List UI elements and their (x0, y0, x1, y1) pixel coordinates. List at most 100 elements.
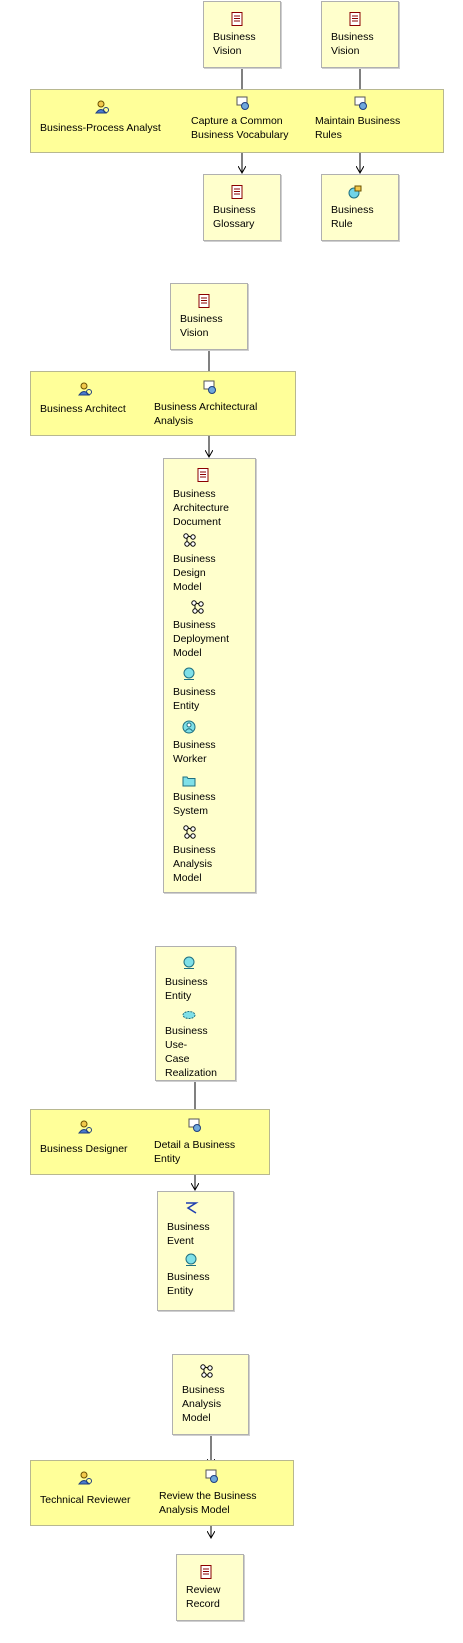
document-icon (200, 1565, 212, 1579)
artifact-label-line: Business (165, 1025, 208, 1037)
artifact-business-vision[interactable]: Business Vision (170, 283, 248, 350)
activity-icon (236, 96, 249, 110)
artifact-label-line: Business (182, 1384, 225, 1396)
artifact-business-use-case-realization[interactable]: Business Use- Case Realization (156, 1009, 237, 1081)
artifact-business-vision[interactable]: Business Vision (321, 1, 399, 68)
role-worker-icon (95, 100, 109, 114)
activity-label-line: Review the Business (159, 1490, 257, 1502)
artifact-group-detail-outputs: Business Event Business Entity (157, 1191, 234, 1311)
activity-label-line: Business Vocabulary (191, 129, 289, 141)
business-entity-icon (183, 956, 195, 969)
artifact-label-line: Vision (180, 327, 209, 339)
artifact-business-glossary[interactable]: Business Glossary (203, 174, 281, 241)
swimlane-technical-reviewer: Technical Reviewer Review the Business A… (30, 1460, 294, 1526)
artifact-label-line: Entity (167, 1285, 194, 1297)
role-worker-icon (78, 1120, 92, 1134)
use-case-realization-icon (182, 1011, 196, 1019)
artifact-label-line: Business (173, 844, 216, 856)
artifact-business-system[interactable]: Business System (164, 773, 257, 819)
role-label: Business-Process Analyst (40, 122, 161, 134)
activity-detail-business-entity[interactable]: Detail a Business Entity (152, 1110, 267, 1174)
model-icon (200, 1364, 213, 1378)
artifact-label-line: Rule (331, 218, 353, 230)
artifact-label-line: Business (173, 791, 216, 803)
activity-icon (205, 1469, 218, 1483)
artifact-label-line: Worker (173, 753, 207, 765)
artifact-label-line: Document (173, 516, 221, 528)
artifact-label-line: Business (180, 313, 223, 325)
activity-label-line: Analysis (154, 415, 194, 427)
activity-review-business-analysis-model[interactable]: Review the Business Analysis Model (157, 1461, 291, 1525)
activity-label-line: Capture a Common (191, 115, 283, 127)
activity-label-line: Business Architectural (154, 401, 258, 413)
artifact-label-line: Use- (165, 1039, 188, 1051)
artifact-label-line: Business (331, 31, 374, 43)
activity-business-architectural-analysis[interactable]: Business Architectural Analysis (152, 372, 292, 435)
artifact-label-line: Vision (331, 45, 360, 57)
artifact-business-entity[interactable]: Business Entity (164, 667, 257, 713)
artifact-label-line: Business (173, 739, 216, 751)
artifact-label-line: Business (173, 488, 216, 500)
activity-label-line: Entity (154, 1153, 181, 1165)
artifact-label-line: Business (167, 1221, 210, 1233)
artifact-label-line: Review (186, 1584, 221, 1596)
artifact-label-line: Realization (165, 1067, 217, 1079)
business-event-icon (186, 1202, 199, 1214)
role-label: Business Architect (40, 403, 126, 415)
activity-maintain-rules[interactable]: Maintain Business Rules (313, 90, 423, 152)
artifact-business-deployment-model[interactable]: Business Deployment Model (164, 600, 257, 660)
swimlane-business-process-analyst: Business-Process Analyst Capture a Commo… (30, 89, 444, 153)
role-worker-icon (78, 1471, 92, 1485)
artifact-label-line: Analysis (173, 858, 213, 870)
artifact-label-line: Deployment (173, 633, 230, 645)
artifact-label-line: Vision (213, 45, 242, 57)
document-icon (198, 294, 210, 308)
artifact-label-line: Business (173, 619, 216, 631)
document-icon (231, 185, 243, 199)
artifact-label-line: Business (331, 204, 374, 216)
artifact-business-vision[interactable]: Business Vision (203, 1, 281, 68)
artifact-label-line: Case (165, 1053, 190, 1065)
document-icon (197, 468, 209, 482)
artifact-business-entity[interactable]: Business Entity (158, 1253, 235, 1311)
artifact-label-line: Business (173, 553, 216, 565)
role-label: Business Designer (40, 1143, 128, 1155)
artifact-label-line: Model (173, 581, 202, 593)
artifact-label-line: Model (173, 647, 202, 659)
artifact-label-line: Business (173, 686, 216, 698)
artifact-label-line: Business (213, 204, 256, 216)
artifact-business-rule[interactable]: Business Rule (321, 174, 399, 241)
artifact-label-line: System (173, 805, 209, 817)
role-label: Technical Reviewer (40, 1494, 131, 1506)
artifact-business-analysis-model[interactable]: Business Analysis Model (172, 1354, 249, 1435)
document-icon (349, 12, 361, 26)
artifact-label-line: Business (213, 31, 256, 43)
artifact-business-analysis-model[interactable]: Business Analysis Model (164, 825, 257, 885)
activity-icon (188, 1118, 201, 1132)
business-entity-icon (185, 1253, 197, 1266)
artifact-label-line: Architecture (173, 502, 230, 514)
artifact-label-line: Event (167, 1235, 194, 1247)
business-rule-icon (348, 185, 362, 199)
artifact-business-worker[interactable]: Business Worker (164, 720, 257, 766)
swimlane-business-architect: Business Architect Business Architectura… (30, 371, 296, 436)
activity-label-line: Detail a Business (154, 1139, 236, 1151)
artifact-business-architecture-document[interactable]: Business Architecture Document (164, 459, 257, 528)
artifact-review-record[interactable]: Review Record (176, 1554, 244, 1621)
artifact-business-entity[interactable]: Business Entity (156, 947, 237, 1007)
business-entity-icon (183, 667, 195, 680)
model-icon (191, 600, 204, 614)
document-icon (231, 12, 243, 26)
artifact-label-line: Business (167, 1271, 210, 1283)
folder-icon (182, 776, 196, 787)
artifact-label-line: Analysis (182, 1398, 222, 1410)
activity-capture-vocabulary[interactable]: Capture a Common Business Vocabulary (189, 90, 309, 152)
activity-icon (203, 380, 216, 394)
artifact-label-line: Model (182, 1412, 211, 1424)
activity-icon (354, 96, 367, 110)
business-worker-icon (182, 720, 196, 734)
artifact-business-event[interactable]: Business Event (158, 1192, 235, 1252)
artifact-business-design-model[interactable]: Business Design Model (164, 533, 257, 593)
artifact-label-line: Design (173, 567, 206, 579)
artifact-label-line: Record (186, 1598, 220, 1610)
